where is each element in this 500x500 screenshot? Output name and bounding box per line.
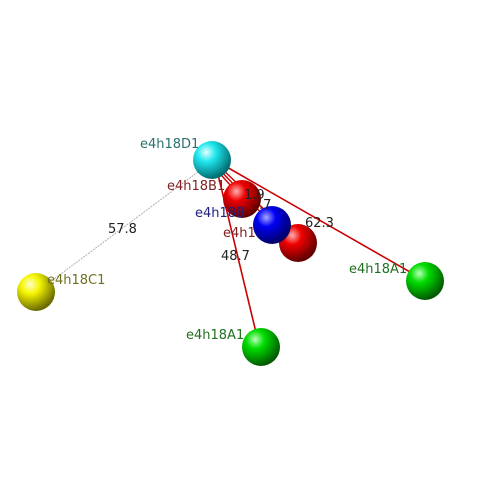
atom-b2-label: e4h18B — [195, 206, 245, 221]
bond-d1-c1 — [37, 162, 211, 292]
atom-b1-label: e4h18B1 — [167, 179, 225, 194]
atom-a1-label: e4h18A1 — [349, 262, 407, 277]
atom-c1-label: e4h18C1 — [47, 273, 105, 288]
atom-red2-label: e4h1 — [223, 226, 256, 241]
atom-a2-label: e4h18A1 — [186, 328, 244, 343]
distance-label-b1: 1.9 — [244, 188, 265, 203]
bond-d1-a1 — [217, 161, 425, 281]
atom-b1-sphere[interactable] — [223, 180, 261, 218]
distance-label-a2: 48.7 — [221, 249, 250, 264]
atom-a1-sphere[interactable] — [406, 262, 444, 300]
distance-label-a1: 62.3 — [305, 216, 334, 231]
atom-d1-sphere[interactable] — [193, 141, 231, 179]
atom-a2-sphere[interactable] — [242, 328, 280, 366]
atom-b2-sphere[interactable] — [253, 206, 291, 244]
atom-d1-label: e4h18D1 — [140, 137, 199, 152]
atom-c1-sphere[interactable] — [17, 273, 55, 311]
distance-label-b2: .7 — [259, 198, 271, 213]
distance-label-c1: 57.8 — [108, 222, 137, 237]
bond-d1-a2 — [215, 165, 260, 346]
